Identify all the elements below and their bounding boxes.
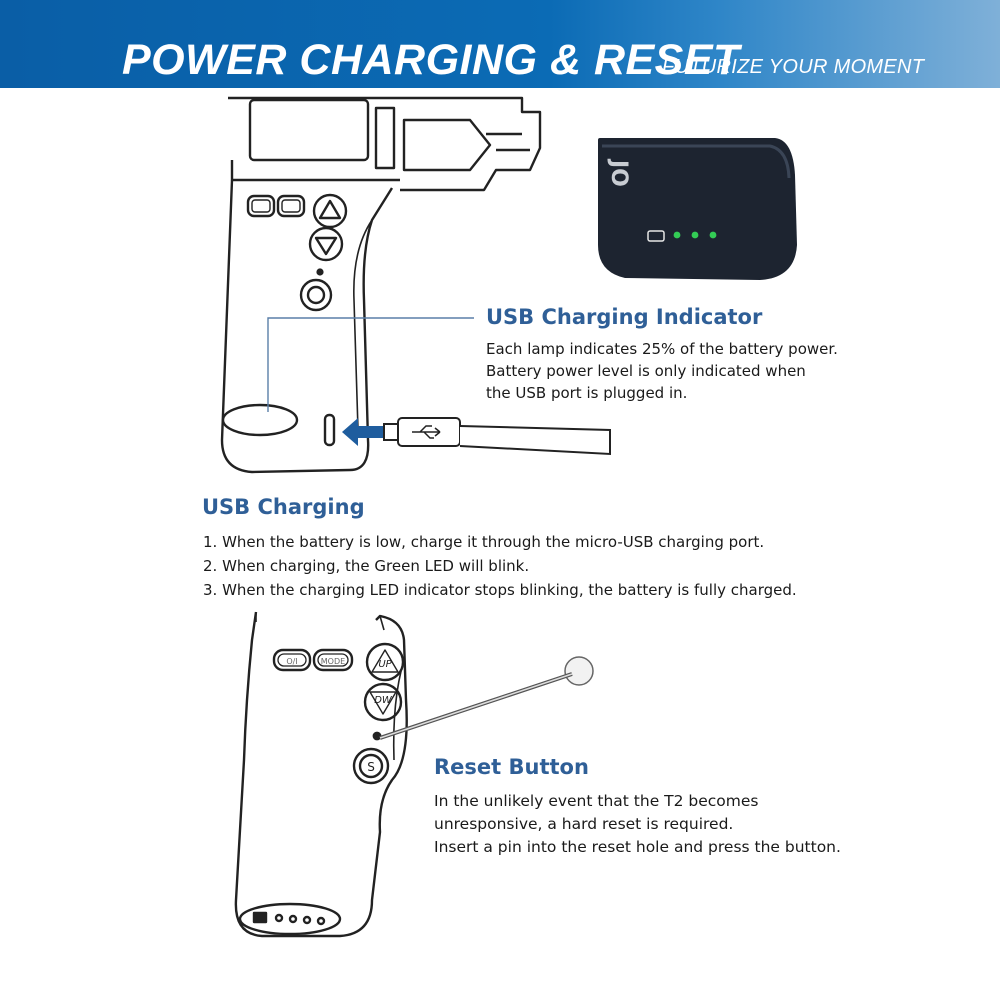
button-onoff-label: O/I <box>286 657 297 666</box>
usb-indicator-description: Each lamp indicates 25% of the battery p… <box>486 338 838 404</box>
reset-heading: Reset Button <box>434 755 589 779</box>
tagline: FUTURIZE YOUR MOMENT <box>662 56 925 78</box>
indicator-pointer-line <box>267 317 474 412</box>
usb-charging-step-2: 2. When charging, the Green LED will bli… <box>203 557 530 575</box>
led-2 <box>691 231 699 239</box>
button-down-label: DW <box>374 695 393 706</box>
led-1 <box>673 231 681 239</box>
brand-text: JO <box>606 158 631 187</box>
usb-charging-steps: 1. When the battery is low, charge it th… <box>203 530 797 602</box>
usb-cable-illustration <box>383 417 611 456</box>
usb-indicator-line-2: Battery power level is only indicated wh… <box>486 362 806 380</box>
button-s-label: S <box>367 760 375 774</box>
device-bottom-illustration <box>234 611 408 938</box>
button-mode-label: MODE <box>321 657 345 666</box>
led-3 <box>709 231 717 239</box>
usb-indicator-heading: USB Charging Indicator <box>486 305 763 329</box>
arrow-icon <box>342 418 384 446</box>
battery-led-photo: JO <box>598 138 797 280</box>
usb-charging-heading: USB Charging <box>202 495 365 519</box>
usb-charging-step-3: 3. When the charging LED indicator stops… <box>203 581 797 599</box>
usb-indicator-line-3: the USB port is plugged in. <box>486 384 688 402</box>
usb-charging-step-1: 1. When the battery is low, charge it th… <box>203 533 765 551</box>
reset-line-1: In the unlikely event that the T2 become… <box>434 792 759 810</box>
header-banner: POWER CHARGING & RESET FUTURIZE YOUR MOM… <box>0 0 1000 88</box>
device-top-illustration <box>220 96 542 474</box>
battery-icon <box>647 230 665 242</box>
reset-line-2: unresponsive, a hard reset is required. <box>434 815 734 833</box>
button-up-label: UP <box>378 659 392 670</box>
reset-line-3: Insert a pin into the reset hole and pre… <box>434 838 841 856</box>
pin-illustration <box>379 656 594 740</box>
page-title: POWER CHARGING & RESET <box>122 36 740 84</box>
reset-description: In the unlikely event that the T2 become… <box>434 790 841 859</box>
usb-indicator-line-1: Each lamp indicates 25% of the battery p… <box>486 340 838 358</box>
